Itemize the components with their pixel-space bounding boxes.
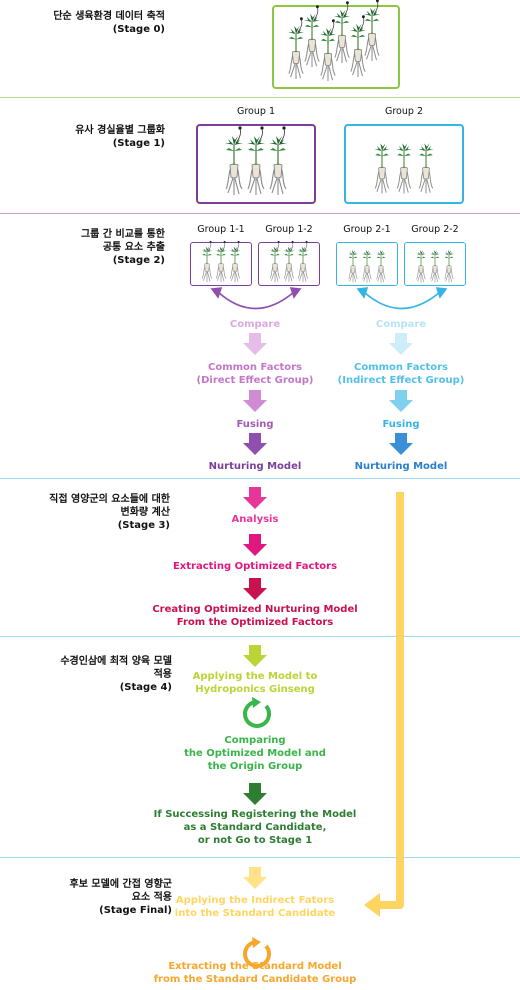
stage-4-subtitle: 적용: [153, 669, 172, 680]
fusing-left-text: Fusing: [236, 419, 274, 430]
extracting-standard-line2: from the Standard Candidate Group: [153, 974, 357, 985]
group2-label: Group 2: [385, 106, 423, 117]
applying-indirect-line2: into the Standard Candidate: [174, 908, 336, 919]
stage-4-number: (Stage 4): [119, 682, 172, 693]
extracting-standard-model: Extracting the Standard Model from the S…: [100, 960, 410, 986]
fusing-right-text: Fusing: [382, 419, 420, 430]
stage-1-title: 유사 경실율별 그룹화: [75, 125, 165, 136]
arrow-stage3-2: [243, 534, 267, 556]
compare-left-text: Compare: [229, 319, 281, 330]
applying-indirect-line1: Applying the Indirect Fators: [175, 895, 335, 906]
arrow-right-3: [389, 433, 413, 455]
extracting-standard-line1: Extracting the Standard Model: [168, 961, 342, 972]
arrow-stage3-1: [243, 487, 267, 509]
common-factors-indirect-line2: (Indirect Effect Group): [337, 375, 465, 386]
applying-model-text: Applying the Model to Hydroponics Ginsen…: [130, 670, 380, 696]
group2-1-ginseng-icon: [347, 249, 387, 283]
arrow-final-1: [243, 867, 267, 889]
group1-label: Group 1: [237, 106, 275, 117]
arrow-stage3-3: [243, 578, 267, 600]
stage-0-title: 단순 생육환경 데이터 축적: [53, 11, 165, 22]
divider-stage4: [0, 857, 520, 858]
group2-2-ginseng-icon: [415, 249, 455, 283]
divider-stage3: [0, 636, 520, 637]
stage-final-label: 후보 모델에 간접 영향군 요소 적용 (Stage Final): [0, 878, 172, 917]
applying-indirect-text: Applying the Indirect Fators into the St…: [120, 894, 390, 920]
comparing-line3: the Origin Group: [207, 761, 303, 772]
compare-arrow-right: [356, 287, 448, 310]
applying-model-line1: Applying the Model to: [192, 671, 318, 682]
stage-2-subtitle: 공통 요소 추출: [102, 242, 165, 253]
comparing-line2: the Optimized Model and: [184, 748, 326, 759]
stage-4-label: 수경인삼에 최적 양육 모델 적용 (Stage 4): [0, 655, 172, 694]
divider-stage0: [0, 97, 520, 98]
stage-final-title: 후보 모델에 간접 영향군: [69, 879, 172, 890]
group1-ginseng-icon: [225, 126, 287, 195]
group1-1-ginseng-icon: [202, 241, 241, 282]
cycle-icon-green: [243, 697, 272, 728]
stage-2-number: (Stage 2): [112, 255, 165, 266]
common-factors-indirect-line1: Common Factors: [354, 362, 448, 373]
common-factors-indirect: Common Factors (Indirect Effect Group): [301, 361, 501, 387]
stage-2-label: 그룹 간 비교를 통한 공통 요소 추출 (Stage 2): [0, 228, 165, 267]
indirect-path-arrow: [364, 492, 404, 917]
arrow-right-1: [389, 333, 413, 355]
common-factors-direct: Common Factors (Direct Effect Group): [155, 361, 355, 387]
stage-final-number: (Stage Final): [99, 905, 172, 916]
common-factors-direct-line1: Common Factors: [208, 362, 302, 373]
compare-arrow-left: [210, 287, 302, 310]
applying-model-line2: Hydroponics Ginseng: [195, 684, 315, 695]
cycle-icon-orange: [243, 937, 272, 968]
stage-0-number: (Stage 0): [112, 24, 165, 35]
stage-final-subtitle: 요소 적용: [131, 892, 172, 903]
stage-3-title: 직접 영양군의 요소들에 대한: [49, 494, 170, 505]
stage0-ginseng-box: [272, 5, 400, 89]
comparing-text: Comparing the Optimized Model and the Or…: [130, 734, 380, 773]
arrow-right-2: [389, 390, 413, 412]
group2-1-label: Group 2-1: [343, 224, 391, 235]
common-factors-direct-line2: (Direct Effect Group): [196, 375, 314, 386]
stage0-ginseng-icon: [288, 0, 380, 81]
comparing-line1: Comparing: [224, 735, 286, 746]
group1-1-label: Group 1-1: [197, 224, 245, 235]
stage-1-number: (Stage 1): [112, 138, 165, 149]
group2-2-label: Group 2-2: [411, 224, 459, 235]
arrow-left-1: [243, 333, 267, 355]
if-successing-text: If Successing Registering the Model as a…: [105, 808, 405, 847]
if-successing-line3: or not Go to Stage 1: [197, 835, 313, 846]
nurturing-model-right: Nurturing Model: [354, 461, 448, 472]
stage-2-title: 그룹 간 비교를 통한: [80, 229, 165, 240]
group1-2-label: Group 1-2: [265, 224, 313, 235]
compare-right-text: Compare: [375, 319, 427, 330]
stage-3-number: (Stage 3): [117, 520, 170, 531]
analysis-text: Analysis: [231, 514, 279, 525]
stage-4-title: 수경인삼에 최적 양육 모델: [60, 656, 172, 667]
nurturing-model-left: Nurturing Model: [208, 461, 302, 472]
creating-optimized-model: Creating Optimized Nurturing Model From …: [105, 603, 405, 629]
arrow-stage4-1: [243, 645, 267, 667]
if-successing-line1: If Successing Registering the Model: [153, 809, 357, 820]
stage-0-label: 단순 생육환경 데이터 축적 (Stage 0): [0, 10, 165, 36]
creating-optimized-model-line2: From the Optimized Factors: [176, 617, 334, 628]
group2-ginseng-icon: [373, 142, 435, 195]
divider-stage2: [0, 478, 520, 479]
group1-2-ginseng-icon: [270, 241, 309, 282]
extracting-optimized-factors: Extracting Optimized Factors: [172, 561, 338, 572]
arrow-stage4-2: [243, 783, 267, 805]
divider-stage1: [0, 213, 520, 214]
stage-3-subtitle: 변화량 계산: [120, 507, 170, 518]
if-successing-line2: as a Standard Candidate,: [183, 822, 327, 833]
arrow-left-2: [243, 390, 267, 412]
stage-1-label: 유사 경실율별 그룹화 (Stage 1): [0, 124, 165, 150]
creating-optimized-model-line1: Creating Optimized Nurturing Model: [152, 604, 358, 615]
arrow-left-3: [243, 433, 267, 455]
stage-3-label: 직접 영양군의 요소들에 대한 변화량 계산 (Stage 3): [0, 493, 170, 532]
